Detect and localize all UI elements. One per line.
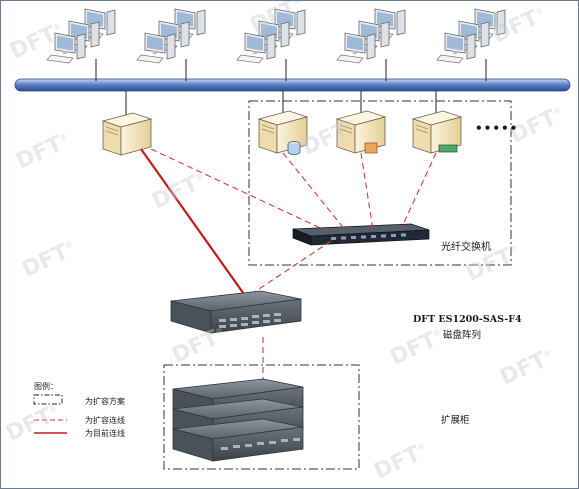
fibre-channel-switch xyxy=(292,223,430,246)
server-expansion-3 xyxy=(412,110,462,154)
database-badge-icon xyxy=(287,141,301,155)
storage-model-label: DFT ES1200-SAS-F4 xyxy=(413,314,522,325)
more-servers-ellipsis: ••••• xyxy=(475,121,519,135)
legend-label-dashed-line: 为扩容连线 xyxy=(85,416,125,425)
storage-name-label: 磁盘阵列 xyxy=(443,330,482,341)
legend-title: 图例： xyxy=(34,382,58,391)
disk-array-main xyxy=(170,290,302,334)
expansion-links xyxy=(150,148,437,381)
legend-label-solid-line: 为目前连线 xyxy=(85,429,125,438)
network-card-badge-icon xyxy=(438,144,458,153)
legend-label-dashed-box: 为扩容方案 xyxy=(85,397,125,406)
legend xyxy=(33,394,67,434)
server-current xyxy=(102,112,152,156)
workstation-cluster-2 xyxy=(136,8,206,64)
switch-label: 光纤交换机 xyxy=(441,242,491,253)
expansion-region-enclosure xyxy=(163,364,360,470)
lan-backbone xyxy=(14,78,571,92)
server-expansion-2 xyxy=(336,110,386,154)
expansion-region-servers xyxy=(248,100,512,266)
workstation-cluster-4 xyxy=(336,8,406,64)
server-drops xyxy=(125,91,437,115)
expansion-enclosure-label: 扩展柜 xyxy=(441,415,470,426)
workstation-drops xyxy=(95,59,487,81)
legend-symbol-dashed-box xyxy=(33,394,63,405)
server-expansion-1 xyxy=(258,110,308,155)
current-link xyxy=(140,148,247,298)
enclosure-drive-bays xyxy=(221,438,300,450)
drive-badge-icon xyxy=(364,142,378,154)
